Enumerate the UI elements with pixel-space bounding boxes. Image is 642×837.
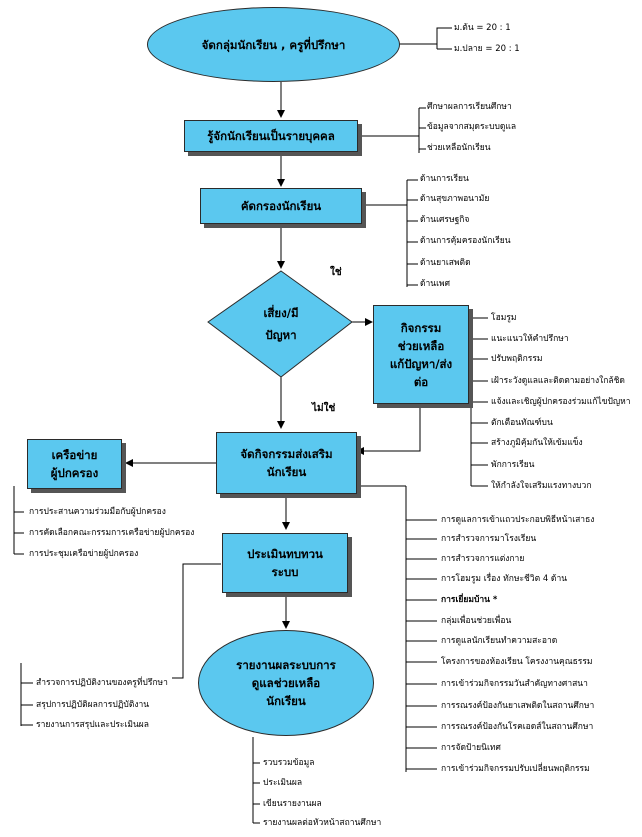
promote-item: การรณรงค์ป้องกันโรคเอดส์ในสถานศึกษา [441,722,594,732]
promote-item: การสำรวจการมาโรงเรียน [441,534,537,544]
promote-item: การเข้าร่วมกิจกรรมวันสำคัญทางศาสนา [441,679,588,689]
know-item: ข้อมูลจากสมุดระบบดูแล [427,122,517,132]
solve-item: เฝ้าระวังดูแลและติดตามอย่างใกล้ชิด [491,376,625,386]
report-line: รายงานผลระบบการ [236,658,336,672]
report-line: นักเรียน [266,694,306,708]
group-label: จัดกลุ่มนักเรียน , ครูที่ปรึกษา [201,37,346,52]
evaluate-line: ประเมินทบทวน [247,547,323,561]
risk-line: เสี่ยง/มี [263,306,299,320]
arrow-solve-to-promote [356,404,421,455]
solve-item: พักการเรียน [491,460,535,470]
screen-item: ด้านเพศ [420,279,451,289]
solve-item: ตักเตือนทัณฑ์บน [491,418,553,428]
evaluate-node: ประเมินทบทวน ระบบ [222,533,348,593]
solve-item: แจ้งและเชิญผู้ปกครองร่วมแก้ไขปัญหา [491,397,631,407]
know-item: ศึกษาผลการเรียนศึกษา [427,102,512,112]
screen-item: ด้านการคุ้มครองนักเรียน [420,236,511,246]
screen-item: ด้านสุขภาพอนามัย [420,194,490,204]
solve-line: กิจกรรม [400,320,442,335]
promote-item: กลุ่มเพื่อนช่วยเพื่อน [441,616,512,626]
promote-item: การสำรวจการแต่งกาย [441,554,525,564]
know-node: รู้จักนักเรียนเป็นรายบุคคล [184,120,358,152]
know-label: รู้จักนักเรียนเป็นรายบุคคล [207,129,335,143]
network-item: การประชุมเครือข่ายผู้ปกครอง [29,549,139,559]
network-line: ผู้ปกครอง [50,466,99,480]
network-line: เครือข่าย [51,448,98,462]
evaluate-item: รายงานการสรุปและประเมินผล [36,720,149,730]
edge-label-yes: ใช่ [330,267,342,278]
promote-item: โครงการของห้องเรียน โครงงานคุณธรรม [441,657,593,667]
solve-item: ให้กำลังใจเสริมแรงทางบวก [491,481,592,491]
network-node: เครือข่าย ผู้ปกครอง [27,439,122,489]
screen-label: คัดกรองนักเรียน [240,199,322,213]
solve-item: ปรับพฤติกรรม [491,354,543,364]
evaluate-line: ระบบ [271,565,299,579]
risk-diamond [207,270,353,378]
risk-line: ปัญหา [265,328,297,342]
solve-item: โฮมรูม [491,313,517,323]
promote-item-highlight: การเยี่ยมบ้าน * [441,595,498,605]
network-item: การคัดเลือกคณะกรรมการเครือข่ายผู้ปกครอง [29,528,195,538]
evaluate-item: สรุปการปฏิบัติผลการปฏิบัติงาน [36,700,150,710]
promote-item: การเข้าร่วมกิจกรรมปรับเปลี่ยนพฤติกรรม [441,764,590,774]
report-item: เขียนรายงานผล [263,799,322,809]
promote-line: นักเรียน [266,465,307,479]
solve-node: กิจกรรม ช่วยเหลือ แก้ปัญหา/ส่ง ต่อ [373,305,469,404]
promote-node: จัดกิจกรรมส่งเสริม นักเรียน [216,432,357,494]
promote-item: การโฮมรูม เรื่อง ทักษะชีวิต 4 ด้าน [441,574,568,584]
promote-item: การจัดป้ายนิเทศ [441,743,501,753]
promote-item: การดูแลการเข้าแถวประกอบพิธีหน้าเสาธง [441,515,595,525]
solve-line: ต่อ [413,374,429,389]
solve-line: แก้ปัญหา/ส่ง [389,356,453,371]
report-item: รายงานผลต่อหัวหน้าสถานศึกษา [263,818,382,828]
report-item: รวบรวมข้อมูล [263,758,315,768]
promote-item: การรณรงค์ป้องกันยาเสพติดในสถานศึกษา [441,701,595,711]
network-item: การประสานความร่วมมือกับผู้ปกครอง [29,507,166,517]
solve-line: ช่วยเหลือ [397,338,445,353]
ratio-senior: ม.ปลาย = 20 : 1 [454,44,520,54]
screen-node: คัดกรองนักเรียน [200,188,362,224]
screen-item: ด้านยาเสพติด [420,258,471,268]
solve-item: สร้างภูมิคุ้มกันให้เข้มแข็ง [491,438,583,448]
evaluate-item: สำรวจการปฏิบัติงานของครูที่ปรึกษา [36,678,168,688]
promote-line: จัดกิจกรรมส่งเสริม [240,447,333,461]
report-node: รายงานผลระบบการ ดูแลช่วยเหลือ นักเรียน [198,630,374,736]
risk-label: เสี่ยง/มี ปัญหา [231,302,331,346]
group-node: จัดกลุ่มนักเรียน , ครูที่ปรึกษา [147,7,400,82]
report-item: ประเมินผล [263,778,303,788]
promote-item: การดูแลนักเรียนทำความสะอาด [441,636,558,646]
screen-item: ด้านเศรษฐกิจ [420,215,470,225]
screen-item: ด้านการเรียน [420,174,469,184]
report-line: ดูแลช่วยเหลือ [251,676,321,690]
solve-item: แนะแนวให้คำปรึกษา [491,334,569,344]
ratio-junior: ม.ต้น = 20 : 1 [454,23,511,33]
edge-label-no: ไม่ใช่ [312,403,336,414]
know-item: ช่วยเหลือนักเรียน [427,143,491,153]
